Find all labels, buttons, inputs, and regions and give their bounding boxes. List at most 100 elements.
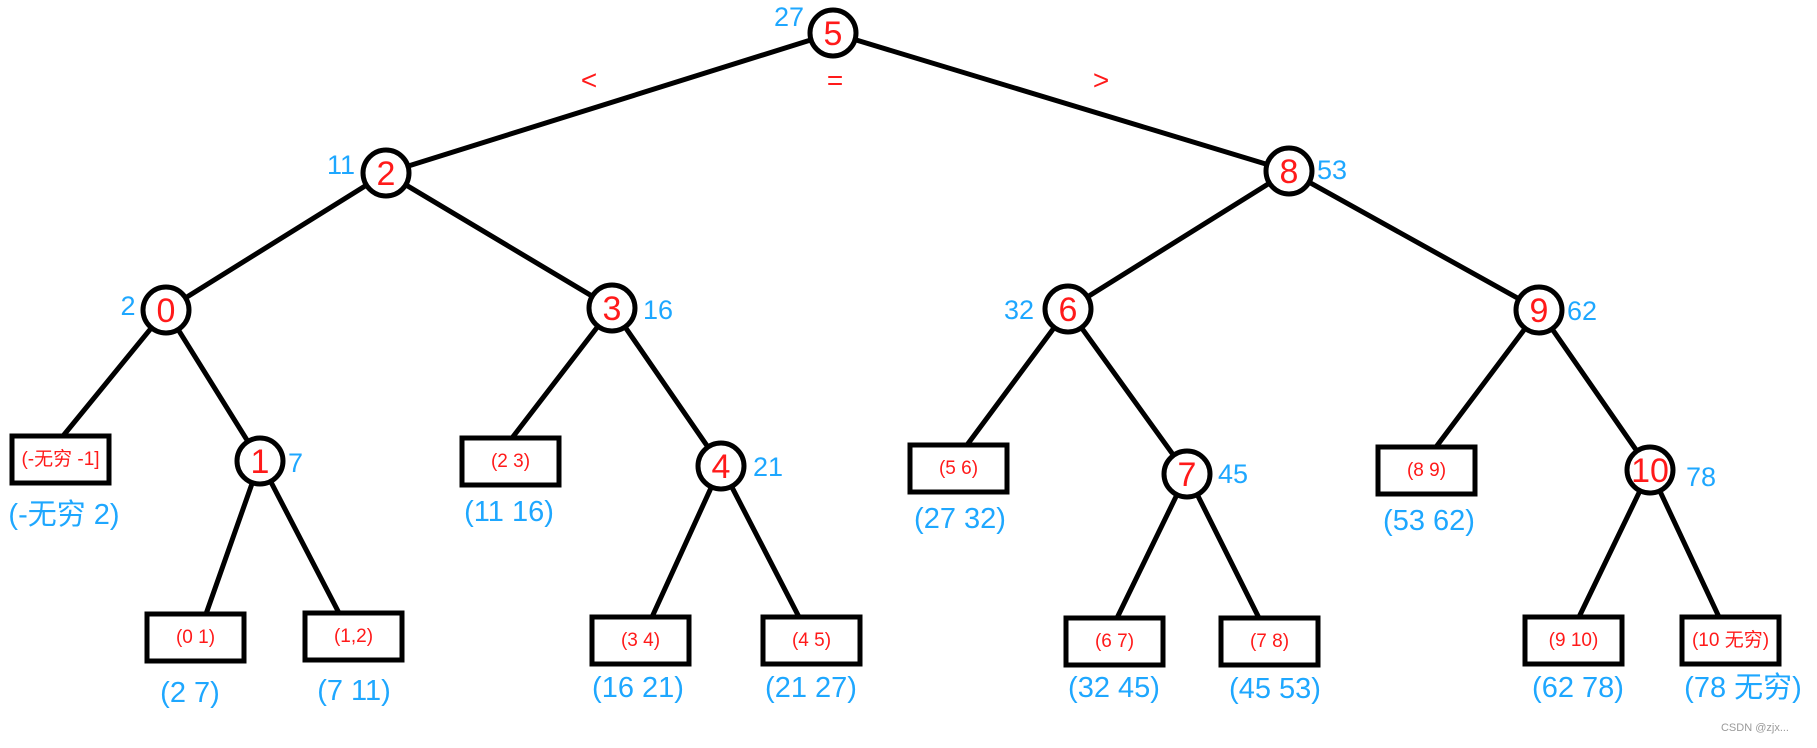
comparison-symbol-2: > <box>1093 65 1109 96</box>
leaf-L1: (0 1)(2 7) <box>144 611 247 709</box>
node-weight-label: 62 <box>1567 296 1597 326</box>
node-label: 8 <box>1280 153 1299 191</box>
edge-2-3 <box>403 182 595 299</box>
node-weight-label: 78 <box>1686 462 1716 492</box>
node-weight-label: 16 <box>643 295 673 325</box>
node-circle <box>1624 444 1676 496</box>
leaf-range-label: (32 45) <box>1068 672 1160 704</box>
leaf-box <box>302 610 405 663</box>
leaf-range-label: (78 无穷) <box>1684 671 1802 704</box>
node-circle <box>360 147 412 199</box>
edge-3-L3 <box>509 323 601 441</box>
edge-5-2 <box>405 37 814 169</box>
node-circle <box>586 282 638 334</box>
leaf-box <box>760 614 863 667</box>
edge-2-0 <box>183 182 369 301</box>
edge-3-4 <box>622 324 711 450</box>
leaf-label: (10 无穷) <box>1692 629 1769 651</box>
leaf-L8: (7 8)(45 53) <box>1218 615 1321 705</box>
leaf-range-label: (53 62) <box>1383 505 1475 537</box>
leaf-L3: (2 3) (11 16) <box>459 435 562 528</box>
node-label: 1 <box>251 443 270 481</box>
leaf-L9: (8 9) (53 62) <box>1375 444 1478 537</box>
comparison-symbol-0: < <box>581 65 597 96</box>
edge-9-10 <box>1549 326 1640 454</box>
node-6: 632 <box>1004 283 1094 335</box>
node-0: 02 <box>120 284 192 336</box>
node-label: 6 <box>1059 291 1078 329</box>
leaf-label: (2 3) <box>491 451 530 472</box>
edge-0-1 <box>175 327 251 444</box>
node-label: 7 <box>1178 456 1197 494</box>
node-circle <box>140 284 192 336</box>
leaf-L7: (6 7) (32 45) <box>1063 615 1166 704</box>
edge-1-L2 <box>268 478 342 616</box>
node-4: 4 21 <box>695 440 783 492</box>
edge-10-L11 <box>1657 488 1722 620</box>
leaf-label: (-无穷 -1] <box>21 448 99 470</box>
leaf-L11: (10 无穷) (78 无穷) <box>1679 614 1802 704</box>
edge-8-9 <box>1306 179 1522 302</box>
leaf-box <box>9 433 112 486</box>
leaf-label: (6 7) <box>1095 631 1134 652</box>
node-weight-label: 27 <box>774 2 804 32</box>
edge-8-6 <box>1085 180 1272 300</box>
edge-7-L7 <box>1114 492 1180 621</box>
node-label: 10 <box>1631 452 1669 490</box>
edge-5-8 <box>852 37 1270 167</box>
leaf-L10: (9 10) (62 78) <box>1522 614 1625 704</box>
node-label: 5 <box>824 15 843 53</box>
leaf-label: (9 10) <box>1549 630 1599 651</box>
leaf-box <box>459 435 562 488</box>
leaf-L2: (1,2) (7 11) <box>302 610 405 707</box>
node-circle <box>1513 284 1565 336</box>
leaf-box <box>1679 614 1782 667</box>
edge-10-L10 <box>1576 488 1643 620</box>
node-10: 10 78 <box>1624 444 1716 496</box>
leaf-range-label: (11 16) <box>464 496 554 528</box>
node-weight-label: 21 <box>753 452 783 482</box>
leaf-box <box>589 614 692 667</box>
leaf-box <box>1218 615 1321 668</box>
leaf-range-label: (21 27) <box>765 672 857 704</box>
node-circle <box>807 7 859 59</box>
leaf-L6: (5 6) (27 32) <box>907 442 1010 535</box>
leaf-label: (5 6) <box>939 458 978 479</box>
leaf-range-label: (7 11) <box>317 675 391 707</box>
edge-4-L5 <box>729 483 802 620</box>
leaf-box <box>907 442 1010 495</box>
edge-6-L6 <box>964 324 1057 448</box>
leaf-L0: (-无穷 -1](-无穷 2) <box>8 433 120 531</box>
node-5: 5 27 <box>774 2 859 59</box>
node-circle <box>1263 145 1315 197</box>
leaf-range-label: (62 78) <box>1532 672 1624 704</box>
leaf-L4: (3 4)(16 21) <box>589 614 692 704</box>
leaf-box <box>144 611 247 664</box>
leaf-label: (8 9) <box>1407 460 1446 481</box>
leaf-label: (4 5) <box>792 630 831 651</box>
node-label: 2 <box>377 155 396 193</box>
leaf-range-label: (2 7) <box>160 677 220 709</box>
node-weight-label: 11 <box>327 150 355 180</box>
node-weight-label: 2 <box>120 291 135 321</box>
edge-1-L1 <box>203 480 255 617</box>
node-2: 2 11 <box>327 147 412 199</box>
watermark: CSDN @zjx... <box>1720 722 1789 734</box>
edge-6-7 <box>1078 325 1177 458</box>
node-label: 4 <box>712 448 731 486</box>
leaf-range-label: (27 32) <box>914 503 1006 535</box>
node-weight-label: 7 <box>288 448 303 478</box>
node-circle <box>1161 448 1213 500</box>
leaf-box <box>1063 615 1166 668</box>
node-circle <box>695 440 747 492</box>
edge-0-L0 <box>60 325 154 439</box>
edge-7-L8 <box>1194 492 1262 621</box>
edge-4-L4 <box>649 484 714 620</box>
leaf-label: (1,2) <box>334 626 373 647</box>
